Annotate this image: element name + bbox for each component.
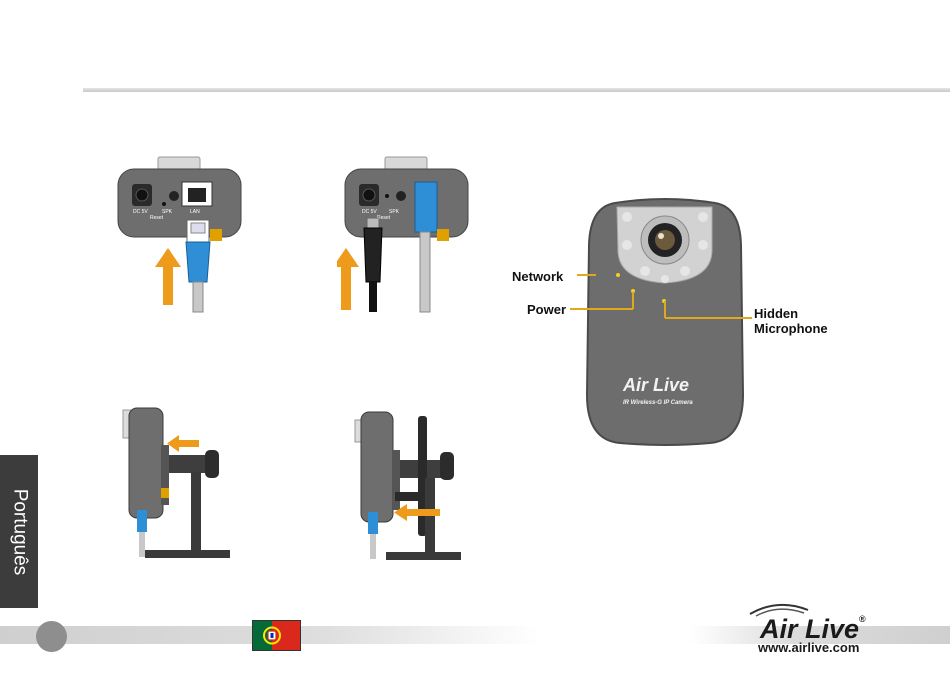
camera-brand: Air Live [622, 375, 689, 395]
side-mount-illustration-1 [115, 400, 240, 565]
language-tab-label-wrap: Português [0, 455, 38, 608]
hidden-microphone-line1: Hidden [754, 306, 828, 321]
arrow-up-icon [155, 248, 181, 305]
spk-label: SPK [162, 209, 173, 215]
hidden-microphone-line2: Microphone [754, 321, 828, 336]
language-label: Português [8, 488, 30, 575]
dc-label: DC 5V [133, 209, 148, 215]
spk-label-2: SPK [389, 209, 400, 215]
back-panel-power-illustration: DC 5V SPK Reset [337, 150, 477, 320]
portugal-flag-icon [252, 620, 301, 651]
arrow-up-icon [337, 248, 359, 310]
callout-leaders [570, 270, 770, 330]
lan-label: LAN [190, 209, 200, 215]
reset-label: Reset [150, 215, 164, 221]
network-callout: Network [512, 269, 563, 284]
hidden-microphone-callout: Hidden Microphone [754, 306, 828, 336]
camera-model: IR Wireless-G IP Camera [623, 400, 693, 406]
top-divider [83, 88, 950, 92]
footer-url[interactable]: www.airlive.com [758, 640, 859, 655]
side-mount-illustration-2 [350, 400, 470, 565]
arrow-left-icon [167, 435, 199, 452]
power-callout: Power [527, 302, 566, 317]
dc-label-2: DC 5V [362, 209, 377, 215]
page-number-circle [36, 621, 67, 652]
back-panel-lan-illustration: DC 5V SPK Reset LAN [110, 150, 250, 320]
